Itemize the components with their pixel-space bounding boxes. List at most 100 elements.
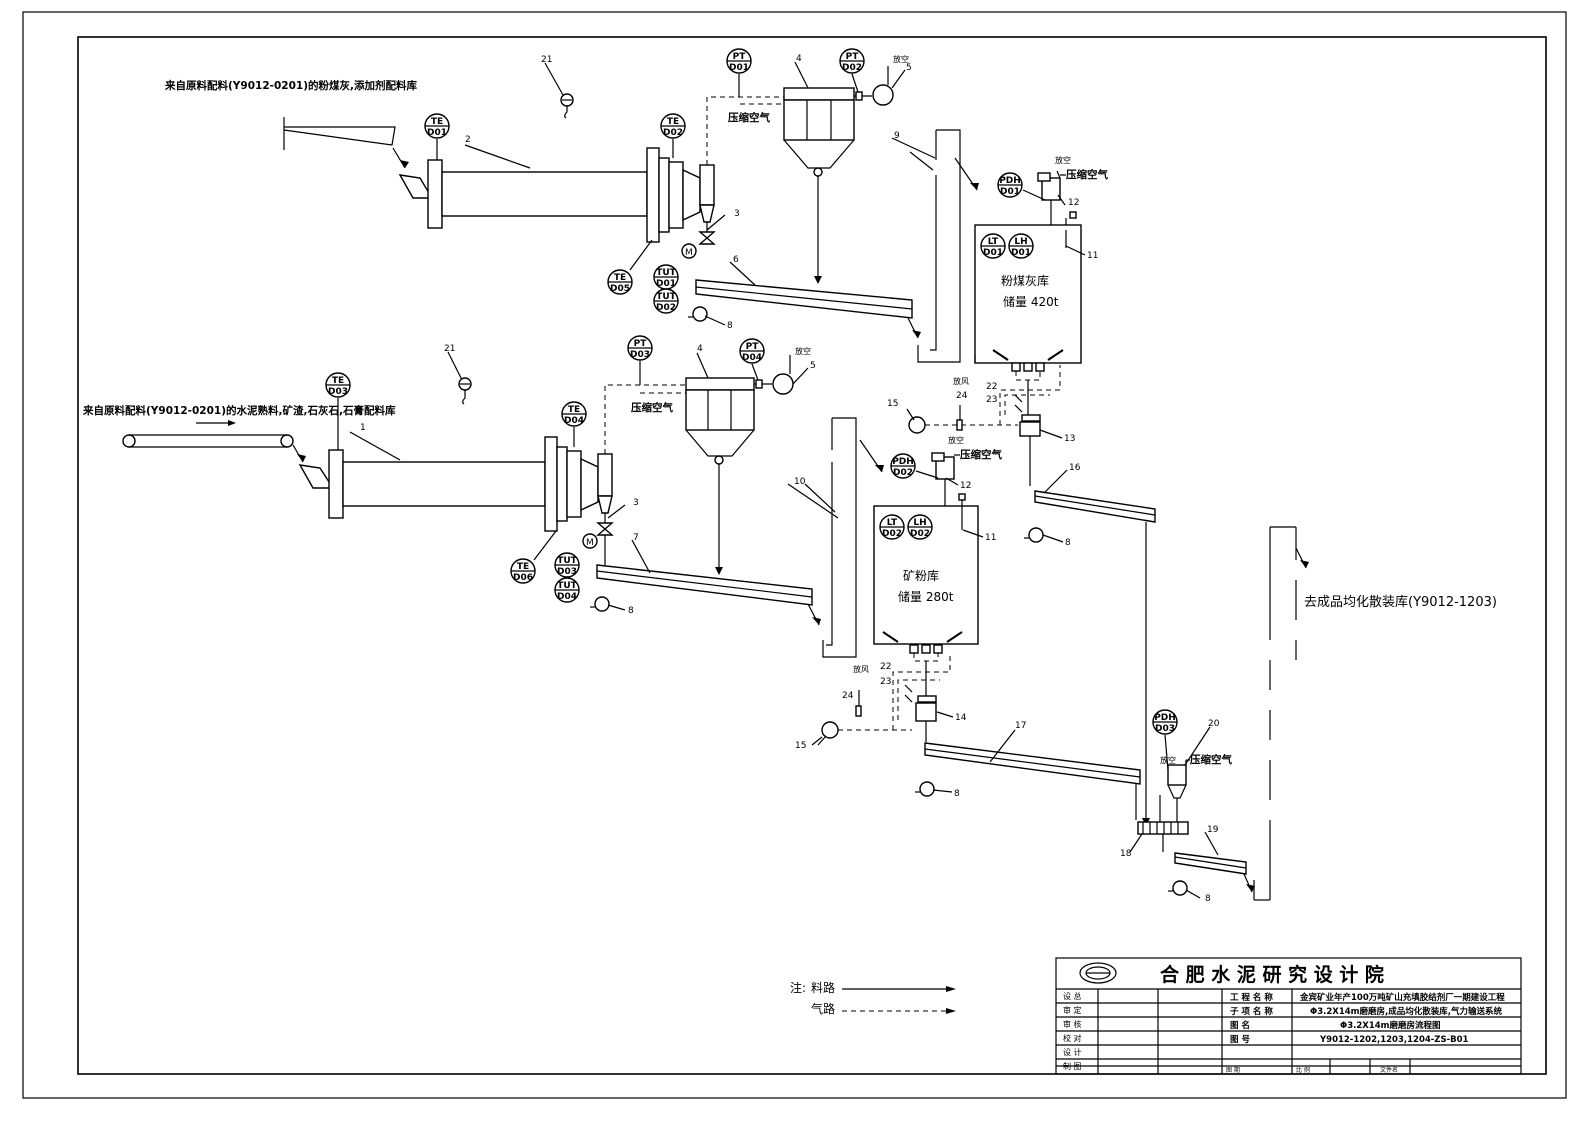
svg-text:TUT: TUT bbox=[557, 581, 577, 591]
equipment-numbers: 1 2 3 3 4 4 5 5 6 7 8 8 8 8 8 9 10 11 11… bbox=[360, 54, 1220, 904]
svg-text:D02: D02 bbox=[882, 529, 902, 539]
svg-text:D02: D02 bbox=[910, 529, 930, 539]
institute-name: 合 肥 水 泥 研 究 设 计 院 bbox=[1160, 963, 1384, 986]
svg-text:23: 23 bbox=[880, 677, 891, 687]
svg-text:放风: 放风 bbox=[953, 376, 969, 386]
svg-text:D04: D04 bbox=[557, 592, 577, 602]
output-elevator bbox=[1253, 526, 1309, 901]
svg-text:TUT: TUT bbox=[656, 292, 676, 302]
svg-text:23: 23 bbox=[986, 395, 997, 405]
input-label-top: 来自原料配料(Y9012-0201)的粉煤灰,添加剂配料库 bbox=[164, 79, 417, 92]
svg-text:D06: D06 bbox=[513, 573, 533, 583]
svg-text:1: 1 bbox=[360, 423, 366, 433]
svg-text:设 计: 设 计 bbox=[1063, 1047, 1082, 1057]
mixer-18 bbox=[1137, 821, 1189, 852]
svg-text:LH: LH bbox=[1014, 237, 1027, 247]
svg-text:TUT: TUT bbox=[557, 556, 577, 566]
svg-text:放风: 放风 bbox=[853, 664, 869, 674]
svg-text:图 号: 图 号 bbox=[1230, 1035, 1250, 1045]
svg-text:22: 22 bbox=[986, 382, 997, 392]
svg-text:PT: PT bbox=[634, 339, 648, 349]
svg-text:PDH: PDH bbox=[999, 176, 1021, 186]
legend-note: 注: bbox=[790, 980, 806, 995]
svg-text:审 定: 审 定 bbox=[1063, 1005, 1082, 1015]
svg-text:21: 21 bbox=[541, 55, 552, 65]
svg-text:TE: TE bbox=[431, 117, 443, 127]
conveyor-16 bbox=[1024, 490, 1156, 826]
svg-text:10: 10 bbox=[794, 477, 806, 487]
output-label: 去成品均化散装库(Y9012-1203) bbox=[1304, 594, 1497, 610]
air-label-silo2: 压缩空气 bbox=[960, 448, 1002, 461]
svg-text:8: 8 bbox=[1205, 894, 1211, 904]
silo1-name: 粉煤灰库 bbox=[1001, 273, 1049, 288]
conveyor-17 bbox=[915, 742, 1141, 820]
svg-text:6: 6 bbox=[733, 255, 739, 265]
svg-text:4: 4 bbox=[796, 54, 802, 64]
svg-text:D01: D01 bbox=[1000, 187, 1020, 197]
svg-text:11: 11 bbox=[985, 533, 996, 543]
top-ball-mill: M bbox=[398, 147, 716, 259]
conveyor-19 bbox=[1168, 852, 1255, 896]
svg-text:2: 2 bbox=[465, 135, 471, 145]
svg-text:LH: LH bbox=[913, 518, 926, 528]
filter-20 bbox=[1159, 759, 1190, 822]
slag-silo: 矿粉库 储量 280t bbox=[873, 452, 979, 742]
svg-text:工 程 名 称: 工 程 名 称 bbox=[1230, 992, 1273, 1003]
svg-text:D02: D02 bbox=[842, 63, 862, 73]
svg-text:PDH: PDH bbox=[892, 457, 914, 467]
svg-text:PDH: PDH bbox=[1154, 713, 1176, 723]
svg-text:D05: D05 bbox=[610, 284, 630, 294]
silo1-capacity: 储量 420t bbox=[1003, 294, 1059, 309]
svg-text:3: 3 bbox=[734, 209, 740, 219]
motor-icon bbox=[681, 243, 697, 259]
silo1-aeration: 放风 bbox=[908, 365, 1061, 434]
svg-text:24: 24 bbox=[956, 391, 968, 401]
motor-icon bbox=[582, 533, 598, 549]
svg-text:8: 8 bbox=[954, 789, 960, 799]
svg-text:比 例: 比 例 bbox=[1296, 1066, 1310, 1074]
svg-text:放空: 放空 bbox=[948, 435, 964, 445]
svg-text:12: 12 bbox=[960, 481, 971, 491]
svg-text:子 项 名 称: 子 项 名 称 bbox=[1230, 1006, 1273, 1017]
top-bag-filter bbox=[783, 87, 855, 284]
svg-text:TE: TE bbox=[332, 376, 344, 386]
svg-text:D03: D03 bbox=[1155, 724, 1175, 734]
svg-text:9: 9 bbox=[894, 131, 900, 141]
bottom-belt-conveyor bbox=[122, 420, 306, 463]
svg-text:D01: D01 bbox=[729, 63, 749, 73]
svg-text:LT: LT bbox=[887, 518, 898, 528]
svg-text:24: 24 bbox=[842, 691, 854, 701]
top-feed-chute bbox=[283, 117, 409, 169]
svg-text:D02: D02 bbox=[663, 128, 683, 138]
svg-text:4: 4 bbox=[697, 344, 703, 354]
drawing-name: Φ3.2X14m磨磨房流程图 bbox=[1340, 1020, 1441, 1031]
svg-text:22: 22 bbox=[880, 662, 891, 672]
svg-text:放空: 放空 bbox=[1160, 755, 1176, 765]
svg-text:D01: D01 bbox=[427, 128, 447, 138]
bottom-bag-filter bbox=[685, 377, 755, 575]
svg-text:D02: D02 bbox=[893, 468, 913, 478]
bottom-gas-line bbox=[604, 384, 686, 454]
svg-text:文件名: 文件名 bbox=[1380, 1066, 1398, 1074]
drawing-number: Y9012-1202,1203,1204-ZS-B01 bbox=[1319, 1035, 1469, 1045]
svg-text:8: 8 bbox=[727, 321, 733, 331]
instrument-bubbles: TED01TED02TED05TUTD01TUTD02PTD01PTD02PDH… bbox=[325, 48, 1178, 771]
svg-text:TE: TE bbox=[568, 405, 580, 415]
svg-text:TE: TE bbox=[614, 273, 626, 283]
svg-text:PT: PT bbox=[846, 52, 860, 62]
